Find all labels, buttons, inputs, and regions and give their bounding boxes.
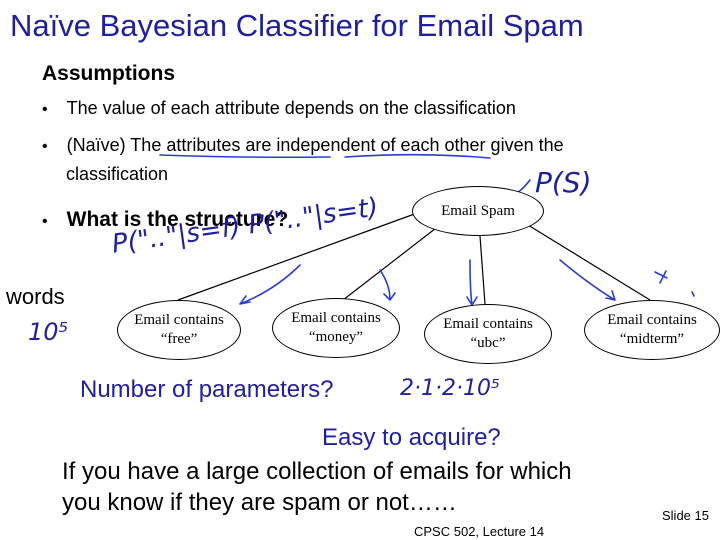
ink-arrow-ubc — [466, 259, 478, 306]
node-money-line1: Email contains — [291, 310, 381, 326]
bullet-1: • The value of each attribute depends on… — [42, 98, 516, 119]
edge-spam-money — [342, 224, 441, 301]
node-ubc-line2: “ubc” — [470, 335, 506, 351]
collection-line-1: If you have a large collection of emails… — [62, 458, 572, 485]
collection-line-2: you know if they are spam or not…… — [62, 489, 457, 516]
hand-param-calc: 2·1·2·10⁵ — [400, 376, 500, 401]
node-contains-midterm: Email contains “midterm” — [584, 300, 720, 360]
ink-underline-2 — [344, 153, 491, 159]
edge-spam-ubc — [479, 235, 486, 305]
edge-spam-free — [177, 211, 421, 301]
bullet-2: • (Naïve) The attributes are independent… — [42, 135, 564, 156]
node-free-line2: “free” — [160, 331, 198, 347]
slide-title: Naïve Bayesian Classifier for Email Spam — [10, 8, 584, 43]
node-free-line1: Email contains — [134, 312, 224, 328]
node-ubc-line1: Email contains — [443, 316, 533, 332]
words-label: words — [6, 284, 65, 309]
ink-arrow-free — [239, 264, 301, 305]
easy-question: Easy to acquire? — [322, 424, 501, 451]
collection-text: If you have a large collection of emails… — [62, 456, 572, 518]
bullet-1-text: The value of each attribute depends on t… — [66, 98, 516, 118]
bullet-marker: • — [42, 101, 48, 118]
edge-spam-midterm — [527, 224, 651, 301]
bullet-3: • What is the structure? — [42, 208, 288, 232]
bullet-2-text: (Naïve) The attributes are independent o… — [66, 135, 564, 155]
bullet-2-cont: classification — [66, 164, 169, 184]
bullet-marker: • — [42, 138, 48, 155]
node-email-spam-label: Email Spam — [441, 202, 515, 219]
course-footer: CPSC 502, Lecture 14 — [414, 524, 545, 539]
ink-underline-1 — [159, 154, 331, 159]
ink-arrow-money — [379, 269, 396, 301]
bullet-marker: • — [42, 213, 48, 230]
node-midterm-line1: Email contains — [607, 312, 697, 328]
node-money-line2: “money” — [308, 329, 364, 345]
parameters-question: Number of parameters? — [80, 376, 334, 403]
hand-ten-five: 10⁵ — [28, 318, 69, 346]
structure-question: What is the structure? — [66, 208, 289, 231]
node-email-spam: Email Spam — [412, 186, 544, 236]
assumptions-heading: Assumptions — [42, 62, 176, 85]
node-contains-free: Email contains “free” — [117, 300, 241, 360]
ink-scribble — [654, 270, 695, 297]
hand-p-s: P(S) — [535, 166, 592, 199]
slide-number: Slide 15 — [662, 508, 709, 523]
node-midterm-line2: “midterm” — [619, 331, 685, 347]
ink-arrow-midterm — [559, 259, 616, 301]
node-contains-money: Email contains “money” — [272, 298, 400, 358]
node-contains-ubc: Email contains “ubc” — [424, 304, 552, 364]
